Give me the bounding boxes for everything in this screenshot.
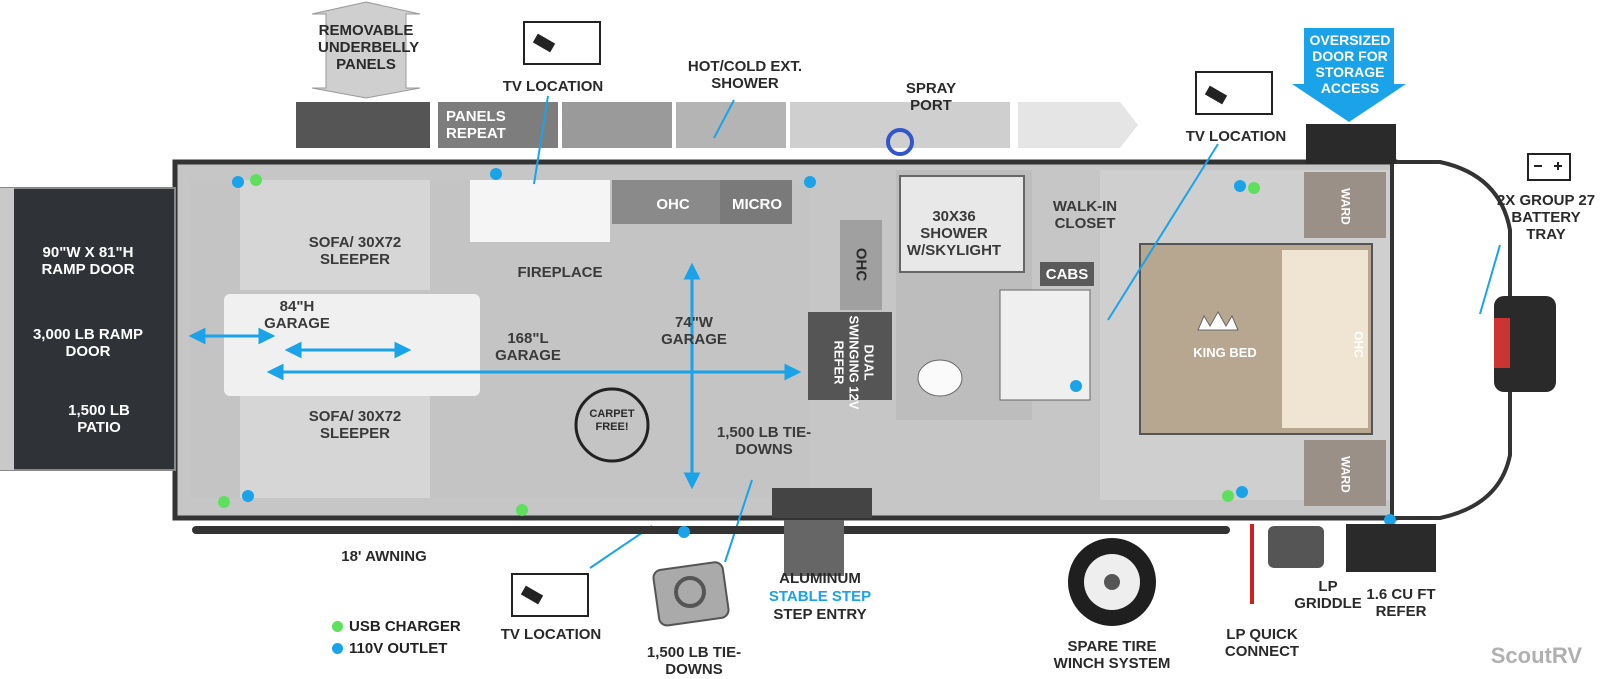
label-awning: 18' AWNING [341, 548, 427, 565]
tv-icon [523, 21, 601, 65]
label-ward-top: WARD [1338, 188, 1353, 225]
label-panels-repeat: PANELS REPEAT [446, 108, 506, 142]
battery-icon [1527, 153, 1571, 181]
fireplace-cabinet [470, 180, 610, 242]
label-hot-cold-shower: HOT/COLD EXT. SHOWER [687, 58, 803, 92]
label-spray-port: SPRAY PORT [905, 80, 957, 114]
tv-icon [511, 573, 589, 617]
wardrobe-top [1304, 172, 1386, 238]
label-lp-quick: LP QUICK CONNECT [1224, 626, 1300, 660]
label-tie-downs-inner: 1,500 LB TIE-DOWNS [716, 424, 812, 458]
label-sofa-top: SOFA/ 30x72 SLEEPER [308, 234, 402, 268]
label-ohc-bed: OHC [1351, 331, 1366, 358]
carpet-free-icon [574, 387, 650, 463]
ramp-door [0, 187, 176, 471]
label-ward-bottom: WARD [1338, 456, 1353, 493]
label-micro: MICRO [732, 196, 782, 213]
label-garage-width: 74"W GARAGE [661, 314, 727, 348]
label-ramp-door-size: 90"W x 81"H RAMP DOOR [41, 244, 135, 278]
micro-cabinet [720, 180, 792, 224]
label-lp-griddle: LP GRIDDLE [1294, 578, 1362, 612]
sofa-top [240, 180, 430, 290]
label-tie-downs-bottom: 1,500 LB TIE-DOWNS [646, 644, 742, 678]
crown-icon [1197, 310, 1239, 331]
label-carpet-free: CARPET FREE! [589, 408, 635, 433]
tire-icon [1068, 538, 1156, 626]
label-step-entry: STEP ENTRY [773, 606, 867, 623]
label-tv-location-right: TV LOCATION [1185, 128, 1287, 145]
label-ohc-side: OHC [852, 247, 870, 282]
awning [192, 526, 1230, 534]
label-aluminum: ALUMINUM [779, 570, 861, 587]
cabs-area [1040, 262, 1094, 286]
brand-watermark: ScoutRV [1490, 643, 1582, 668]
tv-icon [1195, 71, 1273, 115]
power-dots [218, 168, 1396, 538]
bed-headboard [1282, 250, 1368, 428]
entry-door [772, 488, 872, 518]
dimension-arrows [188, 262, 802, 490]
label-walkin-closet: WALK-IN CLOSET [1052, 198, 1118, 232]
label-cabs: CABS [1045, 266, 1089, 283]
label-garage-height: 84"H GARAGE [264, 298, 330, 332]
toilet [917, 359, 963, 397]
label-sofa-bottom: SOFA/ 30x72 SLEEPER [308, 408, 402, 442]
label-oversized-door: OVERSIZED DOOR FOR STORAGE ACCESS [1309, 32, 1391, 96]
legend-outlet: 110V OUTLET [332, 640, 447, 657]
refrigerator [808, 312, 892, 400]
label-king-bed: KING BED [1193, 345, 1257, 360]
label-garage-length: 168"L GARAGE [495, 330, 561, 364]
sofa-bottom [240, 388, 430, 498]
label-shower: 30x36 SHOWER w/SKYLIGHT [906, 208, 1002, 259]
label-removable-panels: REMOVABLE UNDERBELLY PANELS [318, 22, 420, 73]
tie-down-icon [652, 561, 730, 627]
front-cap [1390, 160, 1512, 520]
entry-step [784, 520, 844, 576]
underbelly-panels [296, 102, 1138, 148]
small-refer [1346, 524, 1436, 572]
panel-arrow-icon [311, 1, 421, 99]
ohc-cabinet [612, 180, 720, 224]
label-patio: 1,500 LB PATIO [68, 402, 130, 436]
spray-port-icon [886, 128, 914, 156]
label-tv-location-top: TV LOCATION [502, 78, 604, 95]
side-ohc [840, 220, 882, 310]
wardrobe-bottom [1304, 440, 1386, 506]
storage-door [1306, 124, 1396, 164]
storage-door-arrow [1292, 28, 1406, 122]
legend-usb: USB CHARGER [332, 618, 461, 635]
label-spare-tire: SPARE TIRE WINCH SYSTEM [1053, 638, 1171, 672]
label-stable-step: STABLE STEP [768, 588, 872, 605]
label-ramp-door-weight: 3,000 LB RAMP DOOR [32, 326, 144, 360]
label-tv-location-bottom: TV LOCATION [500, 626, 602, 643]
label-fireplace: FIREPLACE [517, 264, 603, 281]
lp-griddle [1268, 526, 1324, 568]
label-refer-small: 1.6 CU FT REFER [1366, 586, 1436, 620]
label-battery-tray: 2X GROUP 27 BATTERY TRAY [1496, 192, 1596, 243]
label-ohc: OHC [656, 196, 690, 213]
shower-stall [899, 175, 1025, 273]
label-refer: DUAL SWINGING 12V REFER [831, 315, 877, 410]
